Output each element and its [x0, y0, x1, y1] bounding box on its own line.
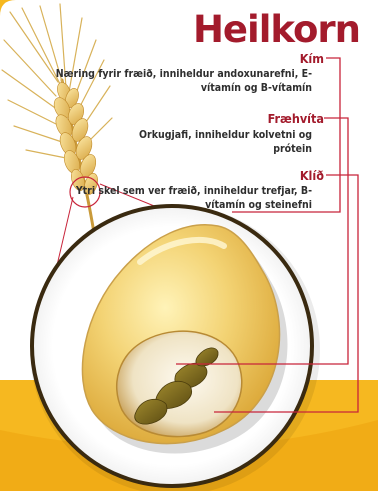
label-klid: Klíð: [300, 168, 324, 183]
diagram-title: Heilkorn: [0, 8, 360, 52]
label-kim: Kím: [300, 51, 324, 66]
description-kim: Næring fyrir fræið, inniheldur andoxunar…: [52, 67, 312, 95]
label-fraehvita: Fræhvíta: [268, 111, 324, 126]
description-klid: Ytri skel sem ver fræið, inniheldur tref…: [72, 184, 312, 212]
description-fraehvita: Orkugjafi, inniheldur kolvetni og prótei…: [112, 128, 312, 156]
